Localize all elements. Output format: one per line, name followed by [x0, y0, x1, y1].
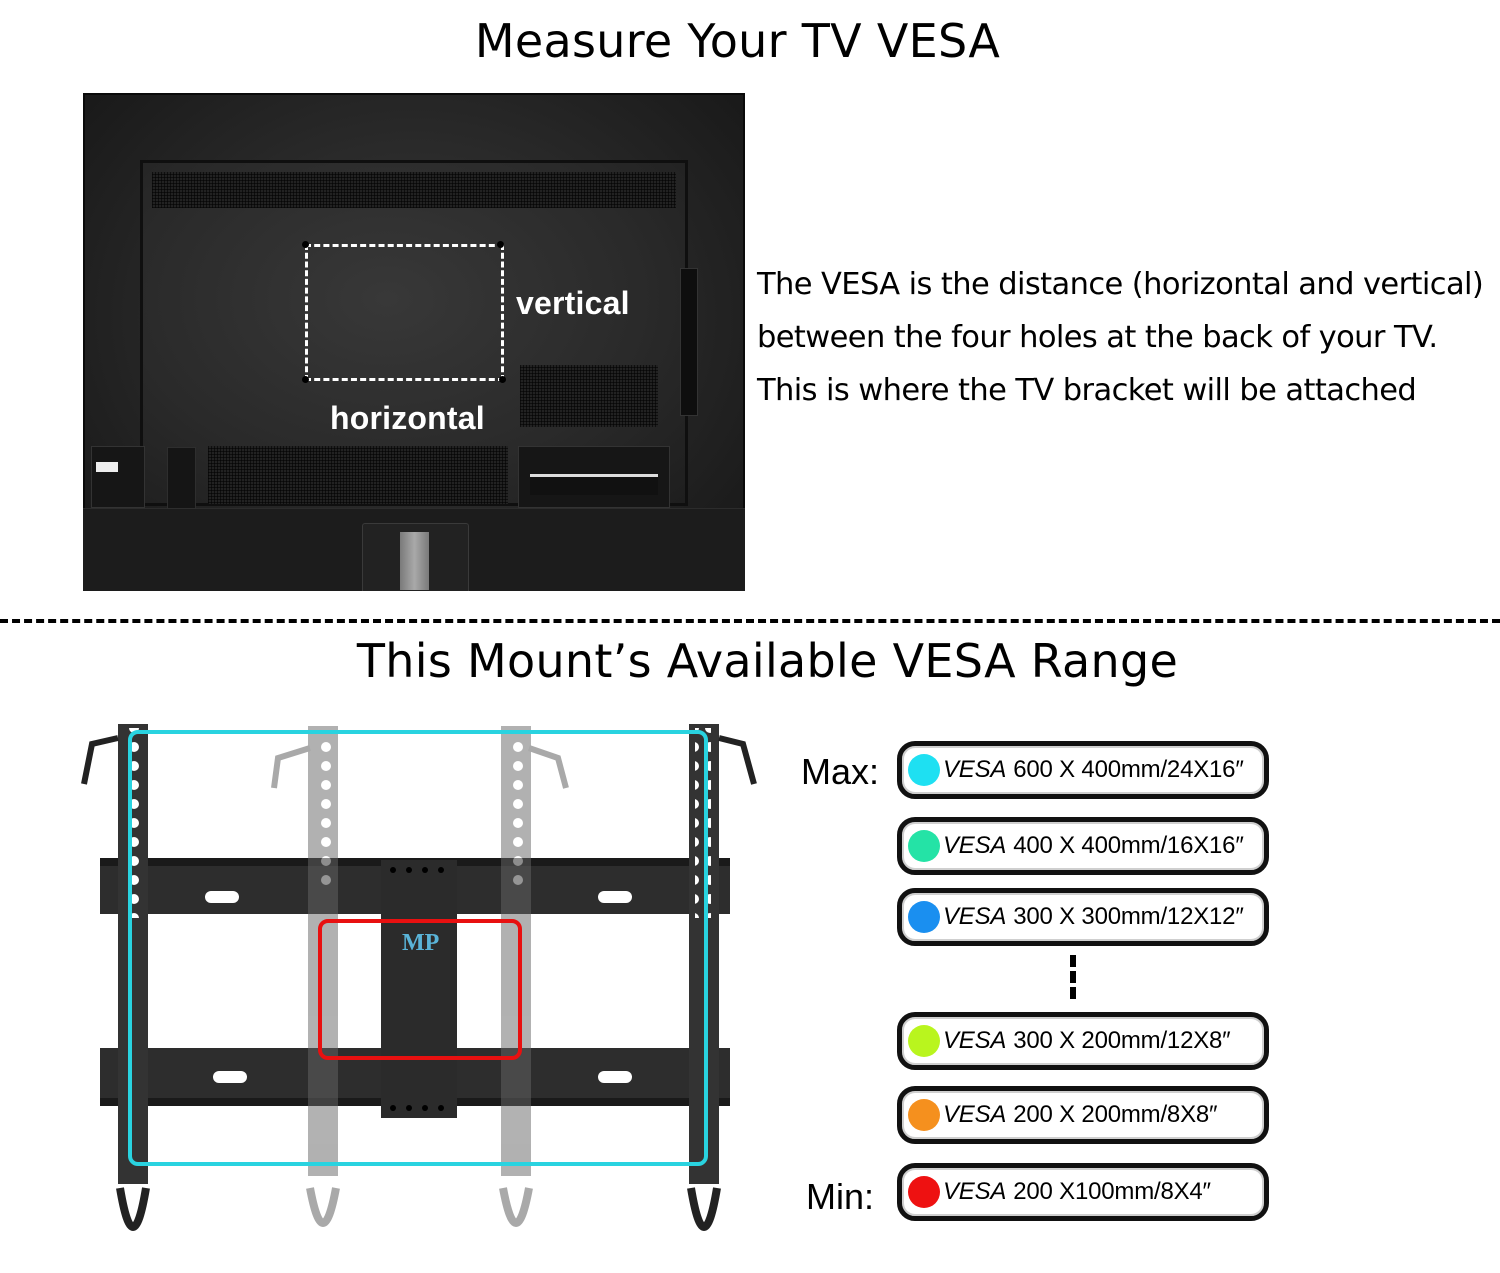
measure-title: Measure Your TV VESA	[474, 14, 1001, 68]
mount-hole-icon	[302, 241, 309, 248]
mount-hole-icon	[497, 241, 504, 248]
color-dot-icon	[908, 1025, 940, 1057]
color-dot-icon	[908, 754, 940, 786]
vesa-hole-pattern	[305, 244, 504, 381]
logo-text: MP	[402, 930, 439, 956]
tv-vent-right	[520, 365, 658, 427]
min-label: Min:	[806, 1176, 875, 1217]
description-line: The VESA is the distance (horizontal and…	[757, 267, 1484, 302]
color-dot-icon	[908, 1176, 940, 1208]
section-divider	[0, 619, 1500, 623]
range-title: This Mount’s Available VESA Range	[356, 634, 1179, 688]
color-dot-icon	[908, 1099, 940, 1131]
min-vesa-outline	[318, 919, 522, 1060]
color-dot-icon	[908, 830, 940, 862]
description-line: This is where the TV bracket will be att…	[757, 373, 1417, 408]
vesa-description: The VESA is the distance (horizontal and…	[757, 258, 1484, 417]
tv-sticker-label	[96, 462, 118, 472]
mount-arm-left	[81, 724, 150, 1231]
color-dot-icon	[908, 901, 940, 933]
mount-logo-icon: MP	[402, 930, 439, 956]
description-line: between the four holes at the back of yo…	[757, 320, 1438, 355]
tv-vent-bottom	[208, 446, 508, 504]
range-continuation-dashes	[1070, 955, 1076, 1001]
max-vesa-outline	[128, 730, 708, 1166]
mount-center-plate	[381, 860, 457, 1118]
tv-power-socket	[167, 447, 196, 509]
tv-rating-sticker	[91, 446, 145, 508]
mount-arm-right	[687, 724, 757, 1231]
mount-hole-icon	[499, 376, 506, 383]
mount-arm-ghost	[271, 726, 340, 1227]
mount-hole-icon	[302, 376, 309, 383]
mount-image: MP	[81, 724, 757, 1231]
tv-side-ports	[680, 268, 698, 416]
max-label: Max:	[801, 751, 880, 792]
tv-vent-top	[152, 172, 676, 208]
horizontal-label: horizontal	[330, 400, 485, 436]
tv-stand-post	[400, 532, 429, 590]
vertical-label: vertical	[516, 285, 630, 321]
tv-port-label	[530, 474, 658, 495]
mount-arm-ghost	[499, 726, 569, 1227]
